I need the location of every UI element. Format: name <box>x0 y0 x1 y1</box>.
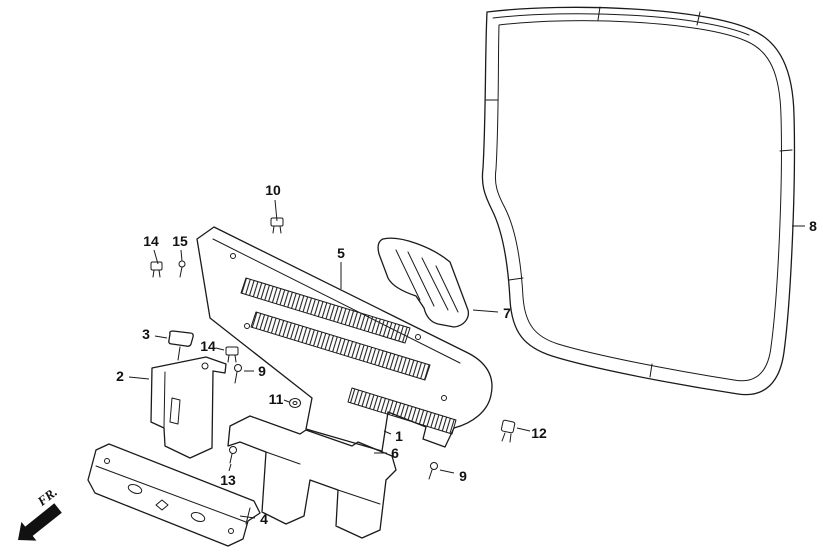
clip-14-left <box>150 261 163 278</box>
callout-label-10-0: 10 <box>265 182 281 198</box>
callout-label-9-14: 9 <box>459 468 467 484</box>
callout-label-7-9: 7 <box>503 305 511 321</box>
callout-label-5-3: 5 <box>337 245 345 261</box>
vent-slot-band <box>347 387 457 435</box>
callout-leader-1-10 <box>383 430 392 435</box>
vent-slot-band <box>240 277 411 344</box>
screw-9-right <box>428 462 438 480</box>
callout-leader-14-1 <box>153 249 159 265</box>
callout-leader-12-12 <box>516 427 531 432</box>
callout-label-1-10: 1 <box>395 428 403 444</box>
callout-leader-4-15 <box>239 515 256 519</box>
callout-label-15-2: 15 <box>172 233 188 249</box>
callout-label-4-15: 4 <box>260 511 268 527</box>
callout-label-11-8: 11 <box>269 391 284 407</box>
clip-12 <box>500 419 516 443</box>
callout-label-8-16: 8 <box>809 218 817 234</box>
fr-arrow-icon: FR. <box>18 484 62 541</box>
callout-leader-3-4 <box>154 335 168 339</box>
callout-leader-13-13 <box>228 463 232 472</box>
callout-label-14-5: 14 <box>200 338 216 354</box>
callout-leader-2-6 <box>128 376 150 380</box>
callout-label-6-11: 6 <box>391 445 399 461</box>
callout-leader-14-5 <box>215 347 225 351</box>
callout-label-12-12: 12 <box>531 425 547 441</box>
callout-leader-9-14 <box>439 469 455 474</box>
vent-slot-band <box>250 311 431 381</box>
screw-13 <box>229 446 237 464</box>
callout-label-9-7: 9 <box>258 363 266 379</box>
callout-leader-7-9 <box>472 309 499 313</box>
screw-9-left <box>234 364 242 384</box>
callout-leader-10-0 <box>274 199 278 222</box>
grommet-11 <box>289 398 301 408</box>
callout-leader-15-2 <box>180 249 183 262</box>
part-8-weatherstrip-seal <box>481 6 796 396</box>
part-7-lining-panel <box>377 237 470 328</box>
callout-label-3-4: 3 <box>142 326 150 342</box>
screw-15 <box>178 260 186 278</box>
part-4-lower-garnish <box>87 443 261 547</box>
part-2-side-bracket <box>150 356 227 459</box>
callout-leader-11-8 <box>283 399 290 403</box>
part-6-lower-panel <box>227 415 397 539</box>
part-5-trim-panel <box>196 226 493 452</box>
callout-label-14-1: 14 <box>143 233 159 249</box>
callout-label-2-6: 2 <box>116 368 124 384</box>
part-3-clip <box>168 330 194 361</box>
clip-14-right <box>225 346 239 363</box>
callout-label-13-13: 13 <box>220 472 236 488</box>
